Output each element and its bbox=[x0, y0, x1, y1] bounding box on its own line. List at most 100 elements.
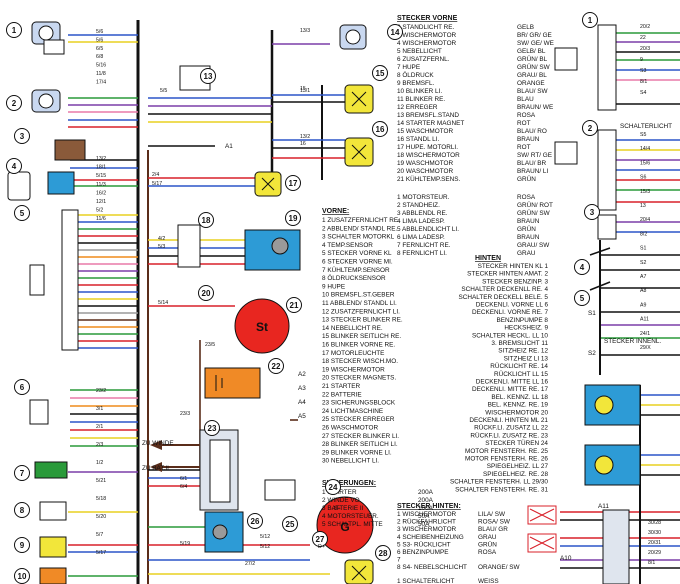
stecker-vorne-item-value: ROT bbox=[517, 120, 531, 127]
legend-hinten-item: SCHALTER DECKELL BELE. 5 bbox=[458, 294, 548, 301]
wire-code: S2 bbox=[640, 260, 646, 266]
component-badge-mid-14-label: 14 bbox=[391, 28, 400, 37]
stecker-vorne-item-value: BRAUN/ WE bbox=[517, 104, 553, 111]
stecker-vorne-item-value: GRÜN/ SW bbox=[517, 209, 551, 217]
wire-code: 15 bbox=[300, 86, 306, 92]
wire-code: 5/7 bbox=[96, 532, 103, 538]
legend-hinten-item: RÜCKF.LI. ZUSATZ RE. 23 bbox=[470, 431, 548, 439]
legend-hinten-item: MOTOR FENSTERH. RE. 25 bbox=[465, 448, 548, 455]
component-badge-mid-19-label: 19 bbox=[289, 214, 298, 223]
component-badge-mid-18-label: 18 bbox=[202, 216, 211, 225]
wire-code: A9 bbox=[640, 302, 646, 308]
mid-components bbox=[150, 24, 374, 584]
legend-hinten-item: DECKENLI. MITTE LL 16 bbox=[476, 379, 549, 386]
legend-hinten-item: RÜCKLICHT RE. 14 bbox=[490, 362, 548, 370]
component-badge-mid-17: 17 bbox=[285, 175, 301, 191]
wire-code: 5/12 bbox=[260, 544, 270, 550]
stecker-hinten-item-label: 1 SCHALTERLICHT bbox=[397, 578, 455, 584]
legend-vorne-title: VORNE: bbox=[322, 208, 349, 215]
component-badge-left-1-label: 1 bbox=[12, 26, 17, 35]
wire-code: 5/21 bbox=[96, 478, 106, 484]
fuse-item-label: 2 WINDE VO. bbox=[322, 497, 362, 504]
terminal-label: A1 bbox=[225, 143, 233, 150]
fuse-item-value: 50A bbox=[418, 521, 430, 528]
stecker-hinten-item-value: ORANGE/ SW bbox=[478, 564, 521, 571]
fuse-item-label: 3 BATTERIE II bbox=[322, 505, 364, 512]
wire-code: 1/2 bbox=[96, 460, 103, 466]
legend-vorne-item: 22 BATTERIE bbox=[322, 391, 362, 398]
component-badge-left-5-label: 5 bbox=[20, 209, 25, 218]
wire-code: 5/18 bbox=[96, 496, 106, 502]
component-badge-mid-15-label: 15 bbox=[376, 69, 385, 78]
stecker-vorne-item-label: 12 ERREGER bbox=[397, 104, 438, 111]
stecker-vorne-item-value: GRÜN bbox=[517, 225, 536, 233]
wire-code: 6/1 bbox=[180, 476, 187, 482]
component-badge-left-10: 10 bbox=[14, 568, 30, 584]
legend-vorne-item: 1 ZUSATZFERNLICHT RE. bbox=[322, 217, 400, 224]
component-badge-mid-26: 26 bbox=[247, 513, 263, 529]
component-badge-mid-20-label: 20 bbox=[202, 289, 211, 298]
legend-vorne-item: 30 NEBELLICHT LI. bbox=[322, 458, 379, 465]
component-badge-left-5: 5 bbox=[14, 205, 30, 221]
stecker-vorne-item-label: 6 ZUSATZFERNL. bbox=[397, 56, 450, 63]
component-badge-mid-13: 13 bbox=[200, 68, 216, 84]
stecker-hinten-item-value: BLAU/ GR bbox=[478, 526, 508, 533]
zu-arrows bbox=[150, 440, 200, 472]
stecker-vorne-item-value: GRAU bbox=[517, 250, 536, 257]
legend-hinten-item: 3. BREMSLICHT 11 bbox=[491, 340, 548, 347]
plug-6-icon bbox=[29, 399, 49, 425]
stecker-vorne-item-label: 20 WASCHMOTOR bbox=[397, 168, 453, 175]
wire-code: 13/1 bbox=[300, 88, 310, 94]
stecker-vorne-item-label: 10 BLINKER LI. bbox=[397, 88, 442, 95]
wire-code: 15/6 bbox=[640, 160, 650, 166]
component-badge-mid-27-label: 27 bbox=[316, 535, 325, 544]
starter-icon bbox=[234, 298, 290, 354]
stecker-vorne-item-label: 2 STANDHEIZ. bbox=[397, 202, 440, 209]
legend-hinten-item: WISCHERMOTOR 20 bbox=[485, 409, 548, 416]
legend-hinten-item: SCHALTER FENSTERH. RE. 31 bbox=[455, 486, 548, 493]
sensor-7-icon bbox=[34, 461, 68, 479]
component-badge-mid-24: 24 bbox=[325, 479, 341, 495]
stecker-vorne-item-value: GRÜN/ ROT bbox=[517, 201, 553, 209]
headlight-right-icon bbox=[31, 21, 61, 45]
stecker-vorne-item-label: 15 WASCHMOTOR bbox=[397, 128, 453, 135]
legend-vorne-item: 16 BLINKER VORNE RE. bbox=[322, 342, 395, 349]
stecker-vorne-item-value: ROSA bbox=[517, 194, 536, 201]
component-badge-mid-28: 28 bbox=[375, 545, 391, 561]
component-badge-right-4-label: 4 bbox=[580, 263, 585, 272]
stecker-hinten-item-label: 7 bbox=[397, 557, 401, 564]
stecker-innenl-label: STECKER INNENL. bbox=[604, 338, 661, 345]
switch-right-4 bbox=[589, 247, 611, 256]
switch-right-5 bbox=[589, 281, 611, 291]
component-badge-mid-15: 15 bbox=[372, 65, 388, 81]
legend-hinten-item: STECKER TÜREN 24 bbox=[485, 439, 548, 447]
stecker-vorne-item-value: ORANGE bbox=[517, 80, 545, 87]
component-badge-mid-22-label: 22 bbox=[272, 362, 281, 371]
component-badge-mid-21-label: 21 bbox=[290, 301, 299, 310]
generator-label: G bbox=[340, 520, 349, 534]
stecker-vorne-item-value: GRÜN/ SW bbox=[517, 63, 551, 71]
legend-vorne-item: 7 KÜHLTEMP.SENSOR bbox=[322, 266, 390, 274]
legend-vorne-item: 20 STECKER MAGNETS. bbox=[322, 375, 396, 382]
front-connector-icon bbox=[29, 209, 79, 351]
legend-hinten-item: SITZHEIZ LI 13 bbox=[504, 355, 549, 362]
relay-box-icon bbox=[7, 139, 86, 201]
component-badge-mid-16: 16 bbox=[372, 121, 388, 137]
component-badge-mid-18: 18 bbox=[198, 212, 214, 228]
wire-code: A8 bbox=[640, 288, 646, 294]
wire-code: S6 bbox=[640, 175, 646, 181]
legend-hinten-item: DECKENLI. VORNE RE. 7 bbox=[472, 309, 548, 316]
stecker-hinten-item-label: 3 WISCHERMOTOR bbox=[397, 526, 457, 533]
fuse-item-value: 100A bbox=[418, 505, 434, 512]
legend-vorne-item: 21 STARTER bbox=[322, 383, 361, 390]
lamp-unit-right-6 bbox=[584, 384, 641, 426]
wire-code: 12/1 bbox=[96, 199, 106, 205]
wire-code: S5 bbox=[640, 132, 646, 138]
right-components bbox=[43, 24, 641, 584]
wire-code: 17/4 bbox=[96, 79, 106, 85]
stecker-vorne-item-value: ROSA bbox=[517, 112, 536, 119]
component-badge-mid-14: 14 bbox=[387, 24, 403, 40]
component-badge-mid-28-label: 28 bbox=[379, 549, 388, 558]
